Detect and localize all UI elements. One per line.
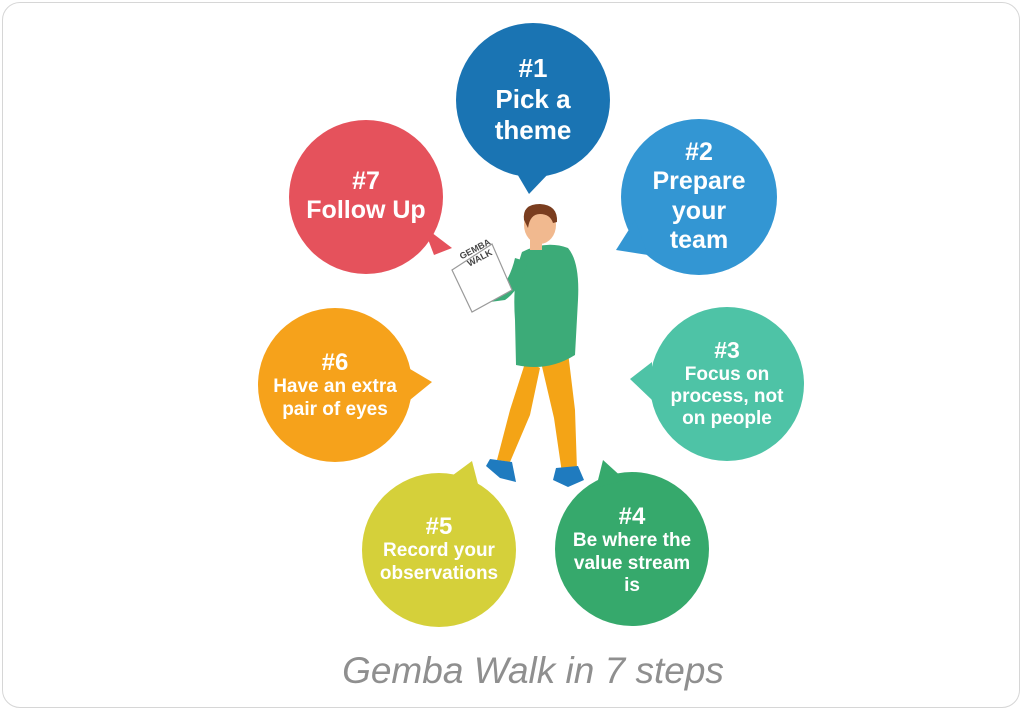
step-bubble-4 xyxy=(555,460,709,626)
step-bubble-2 xyxy=(616,119,777,275)
step-bubble-1 xyxy=(456,23,610,194)
step-bubble-7 xyxy=(289,120,452,274)
step-bubble-5 xyxy=(362,461,516,627)
gemba-walk-paper xyxy=(451,243,513,313)
person-illustration xyxy=(451,204,584,487)
step-bubble-3 xyxy=(630,307,804,461)
step-bubble-6 xyxy=(258,308,432,462)
diagram-title: Gemba Walk in 7 steps xyxy=(342,650,724,691)
